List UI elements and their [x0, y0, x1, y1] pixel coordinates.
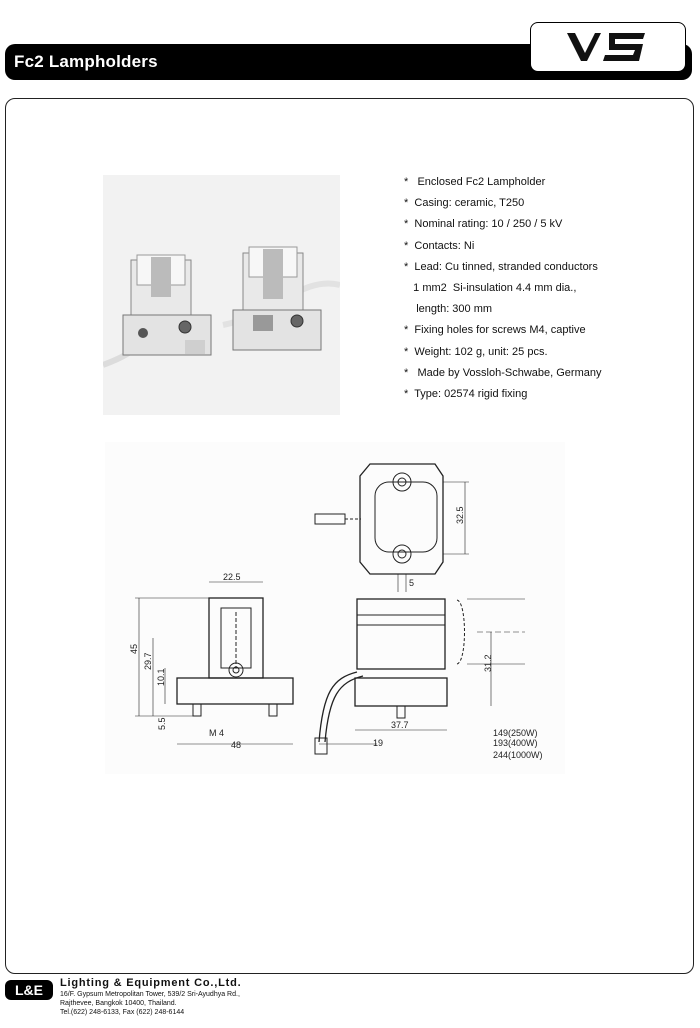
dim-base-width: 48	[231, 740, 241, 750]
spec-item: * Weight: 102 g, unit: 25 pcs.	[404, 345, 548, 358]
vs-logo-icon	[567, 33, 645, 61]
spec-item: * Casing: ceramic, T250	[404, 197, 525, 210]
dim-top-hole: 5	[409, 578, 414, 588]
spec-list: * Enclosed Fc2 Lampholder * Casing: cera…	[404, 172, 601, 405]
company-contact: Tel.(622) 248-6133, Fax (622) 248-6144	[60, 1009, 185, 1016]
spec-item: 1 mm2 Si-insulation 4.4 mm dia.,	[404, 282, 577, 295]
spec-item: * Made by Vossloh-Schwabe, Germany	[404, 366, 602, 379]
dim-total-height: 45	[129, 644, 139, 654]
side-view-drawing	[314, 598, 525, 755]
dim-front-width: 22.5	[223, 572, 241, 582]
company-logo-badge: L&E	[5, 980, 53, 1000]
company-address-line-2: Rajthevee, Bangkok 10400, Thailand.	[60, 1000, 177, 1007]
vs-logo	[530, 22, 686, 72]
spec-item: * Fixing holes for screws M4, captive	[404, 324, 586, 337]
spec-item: * Lead: Cu tinned, stranded conductors	[404, 260, 598, 273]
dim-base-height: 10.1	[156, 668, 166, 686]
spec-item: * Type: 02574 rigid fixing	[404, 388, 528, 401]
company-name: Lighting & Equipment Co.,Ltd.	[60, 977, 242, 989]
spec-item: * Enclosed Fc2 Lampholder	[404, 176, 546, 188]
dim-mid-height: 29.7	[143, 652, 153, 670]
dim-wattage-1: 149(250W)	[493, 728, 538, 738]
dim-wattage-3: 244(1000W)	[493, 750, 543, 760]
dim-side-width: 37.7	[391, 720, 409, 730]
top-view-drawing	[314, 463, 469, 592]
spec-item: * Contacts: Ni	[404, 239, 475, 252]
product-photo	[101, 175, 341, 415]
dim-wattage-2: 193(400W)	[493, 738, 538, 748]
dim-top-height: 32.5	[455, 506, 465, 524]
dim-thread: M 4	[209, 728, 224, 738]
dim-screw: 5.5	[157, 717, 167, 730]
spec-item: length: 300 mm	[404, 303, 493, 316]
spec-item: * Nominal rating: 10 / 250 / 5 kV	[404, 218, 563, 231]
company-address-line-1: 16/F. Gypsum Metropolitan Tower, 539/2 S…	[60, 991, 240, 998]
dim-lead-offset: 19	[373, 738, 383, 748]
front-view-drawing	[135, 581, 294, 745]
page-title: Fc2 Lampholders	[14, 52, 158, 71]
technical-drawing: 32.5 5 22.5 45 29.7 10.1 5.5 M 4 48	[105, 442, 565, 774]
dim-side-height: 31.2	[483, 654, 493, 672]
